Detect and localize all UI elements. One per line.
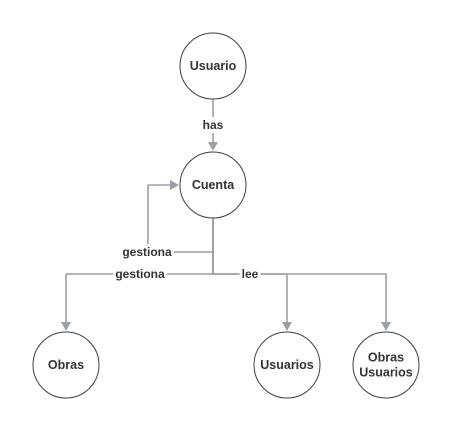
node-label: Usuarios [260, 358, 314, 372]
connector-line [212, 218, 387, 322]
edge-label-cuenta-gestiona-obras: gestiona [113, 266, 167, 282]
edge-label-background [239, 266, 261, 282]
edge-label-text: has [203, 118, 224, 132]
node-cuenta[interactable]: Cuenta [179, 151, 247, 219]
arrowhead-icon [170, 180, 179, 190]
edge-label-usuario-has-cuenta: has [200, 117, 226, 133]
node-circle[interactable] [253, 331, 321, 399]
edge-label-cuenta-gestiona-cuenta: gestiona [120, 244, 174, 260]
arrowhead-icon [208, 142, 218, 151]
edge-label-text: gestiona [115, 267, 165, 281]
edge-label-text: gestiona [122, 245, 172, 259]
node-circle[interactable] [352, 331, 420, 399]
node-usuarios[interactable]: Usuarios [253, 331, 321, 399]
edge-label-background [120, 244, 174, 260]
arrowhead-icon [282, 322, 292, 331]
edge-label-text: lee [242, 267, 259, 281]
node-circle[interactable] [179, 32, 247, 100]
node-label: Cuenta [192, 178, 235, 192]
node-label: Obras [48, 358, 84, 372]
edge-label-background [113, 266, 167, 282]
node-label: Usuarios [359, 366, 413, 380]
node-circle[interactable] [179, 151, 247, 219]
node-circle[interactable] [32, 331, 100, 399]
edge-labels-layer: has gestiona gestiona lee [113, 117, 261, 282]
arrowhead-icon [61, 322, 71, 331]
edge-cuenta-lee-obras-usuarios [212, 218, 391, 331]
edge-label-background [200, 117, 226, 133]
node-label: Obras [368, 351, 404, 365]
node-label: Usuario [190, 59, 237, 73]
edge-label-cuenta-lee-usuarios: lee [239, 266, 261, 282]
node-obras[interactable]: Obras [32, 331, 100, 399]
arrowhead-icon [381, 322, 391, 331]
node-usuario[interactable]: Usuario [179, 32, 247, 100]
